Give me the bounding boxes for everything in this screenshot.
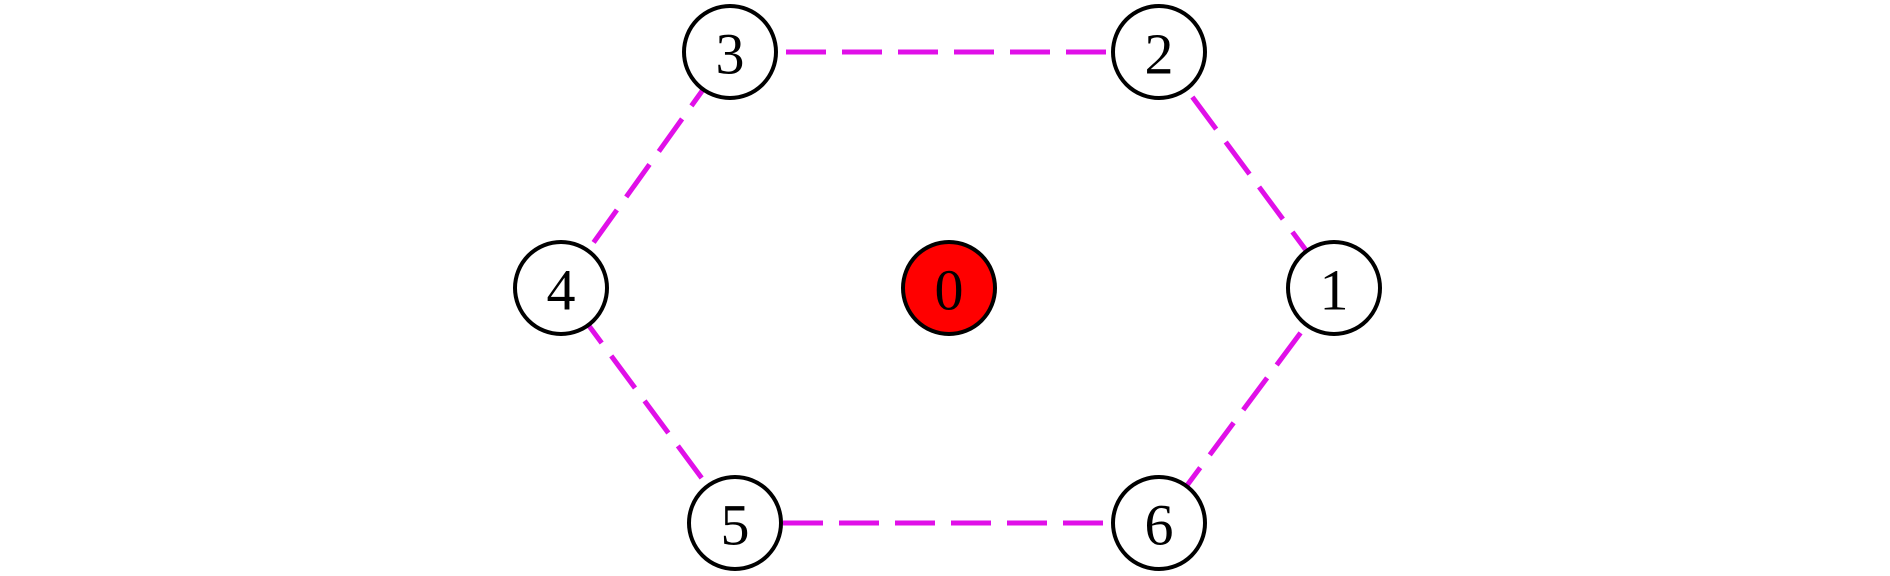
edge-2-1 (1156, 50, 1337, 290)
node-6: 6 (1111, 475, 1207, 571)
node-circle (901, 240, 997, 336)
node-label: 0 (935, 258, 964, 323)
node-label: 6 (1145, 493, 1174, 558)
node-label: 4 (547, 258, 576, 323)
edge-1-6 (1156, 286, 1337, 525)
node-2: 2 (1111, 4, 1207, 100)
node-circle (1111, 4, 1207, 100)
node-circle (682, 4, 778, 100)
node-label: 3 (716, 22, 745, 87)
node-circle (1111, 475, 1207, 571)
node-label: 1 (1320, 258, 1349, 323)
node-5: 5 (687, 475, 783, 571)
node-circle (687, 475, 783, 571)
edge-5-4 (558, 286, 738, 525)
node-circle (1286, 240, 1382, 336)
node-3: 3 (682, 4, 778, 100)
node-0: 0 (901, 240, 997, 336)
node-label: 5 (721, 493, 750, 558)
node-circle (513, 240, 609, 336)
node-label: 2 (1145, 22, 1174, 87)
node-1: 1 (1286, 240, 1382, 336)
node-4: 4 (513, 240, 609, 336)
edge-4-3 (558, 50, 733, 290)
